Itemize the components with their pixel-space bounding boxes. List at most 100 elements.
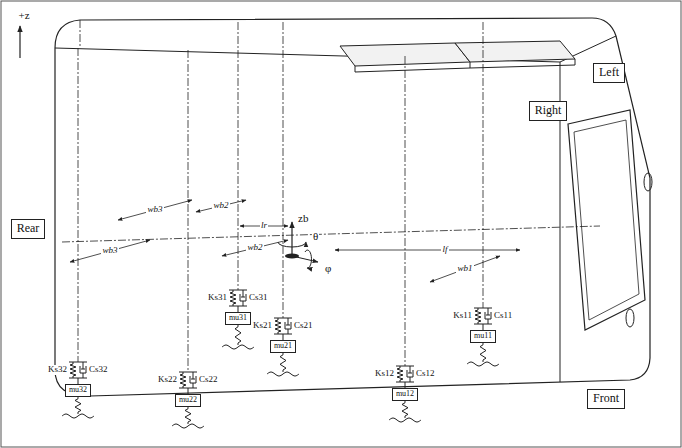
dimension-line xyxy=(335,250,520,251)
damper-symbol xyxy=(83,373,84,378)
axis-label: φ xyxy=(324,262,332,274)
mirror xyxy=(626,309,634,327)
dimension-label: lf xyxy=(441,245,448,255)
spring-mount xyxy=(474,308,492,309)
damper-symbol xyxy=(243,290,244,297)
damper-symbol xyxy=(83,362,84,369)
axis-label: θ xyxy=(312,230,319,242)
bounce-arrow xyxy=(291,222,292,256)
suspension-label: Ks12 xyxy=(374,369,395,379)
reference-line xyxy=(188,50,189,372)
damper-symbol xyxy=(410,377,411,382)
suspension-label: Ks22 xyxy=(157,375,178,385)
unsprung-mass-box: mu22 xyxy=(175,394,201,407)
spring-symbol xyxy=(180,372,186,388)
spring-mount xyxy=(274,318,292,319)
damper-symbol xyxy=(285,322,291,329)
damper-symbol xyxy=(488,319,489,324)
node-text: mu32 xyxy=(69,386,87,395)
roll-axis xyxy=(292,256,318,262)
node-text: Front xyxy=(593,392,619,406)
damper-symbol xyxy=(288,329,289,334)
reference-line xyxy=(80,20,81,48)
tyre-spring xyxy=(280,353,286,372)
reference-line xyxy=(78,48,79,362)
tyre-spring xyxy=(480,343,486,362)
tyre-spring xyxy=(402,401,408,418)
unsprung-mass-box: mu31 xyxy=(225,312,251,325)
suspension-label: Ks21 xyxy=(252,321,273,331)
unsprung-mass-box: mu12 xyxy=(392,388,418,401)
suspension-label: Cs32 xyxy=(88,365,109,375)
damper-symbol xyxy=(80,366,86,373)
unsprung-mass-box: mu21 xyxy=(270,340,296,353)
damper-symbol xyxy=(485,312,491,319)
node-text: mu22 xyxy=(179,396,197,405)
spring-symbol xyxy=(70,362,76,378)
pitch-arrow xyxy=(278,242,306,247)
dimension-label: wb3 xyxy=(146,205,163,215)
node-text: mu21 xyxy=(274,342,292,351)
node-text: Left xyxy=(599,66,619,80)
axis-label: zb xyxy=(297,212,309,224)
direction-tag: Rear xyxy=(11,219,46,239)
node-text: Rear xyxy=(17,222,40,236)
spring-symbol xyxy=(230,290,236,306)
node-text: Right xyxy=(535,104,562,118)
mirror xyxy=(644,173,652,191)
tyre-spring xyxy=(235,325,241,345)
damper-symbol xyxy=(288,318,289,325)
spring-mount xyxy=(396,366,414,367)
suspension-label: Ks31 xyxy=(207,293,228,303)
spring-symbol xyxy=(475,308,481,324)
unsprung-mass-box: mu32 xyxy=(65,384,91,397)
damper-symbol xyxy=(486,315,490,316)
reference-line xyxy=(283,22,284,318)
road-profile xyxy=(222,345,254,349)
node-text: mu12 xyxy=(396,390,414,399)
roof-unit xyxy=(355,62,470,72)
tyre-spring xyxy=(75,397,81,414)
unsprung-mass-box: mu11 xyxy=(470,330,496,343)
reference-line xyxy=(238,22,239,290)
dimension-line xyxy=(70,240,150,262)
reference-line xyxy=(483,22,484,308)
direction-tag: Front xyxy=(587,389,625,409)
suspension-label: Cs21 xyxy=(293,321,314,331)
damper-symbol xyxy=(488,308,489,315)
suspension-label: Cs31 xyxy=(248,293,269,303)
dimension-line xyxy=(430,256,500,282)
roll-arrow xyxy=(305,250,311,268)
direction-tag: Right xyxy=(529,101,568,121)
dimension-label: wb3 xyxy=(101,246,118,256)
windshield xyxy=(574,120,639,320)
direction-tag: Left xyxy=(593,63,625,83)
suspension-label: Cs11 xyxy=(493,311,513,321)
road-profile xyxy=(172,424,204,428)
windshield xyxy=(568,110,645,330)
road-profile xyxy=(62,414,94,418)
spring-symbol xyxy=(397,366,403,382)
axis-label: +z xyxy=(17,9,30,21)
floor-plane-line xyxy=(62,226,600,242)
damper-symbol xyxy=(407,370,413,377)
node-text: mu11 xyxy=(474,332,492,341)
suspension-unit xyxy=(172,50,204,428)
node-text: mu31 xyxy=(229,314,247,323)
suspension-label: Cs22 xyxy=(198,375,219,385)
damper-symbol xyxy=(190,376,196,383)
spring-mount xyxy=(179,372,197,373)
suspension-label: Ks11 xyxy=(452,311,473,321)
spring-mount xyxy=(69,362,87,363)
damper-symbol xyxy=(286,325,290,326)
damper-symbol xyxy=(241,297,245,298)
road-profile xyxy=(389,418,421,422)
tyre-spring xyxy=(185,407,191,424)
z-axis-arrow xyxy=(19,26,20,58)
dimension-line xyxy=(196,200,246,212)
damper-symbol xyxy=(193,383,194,388)
